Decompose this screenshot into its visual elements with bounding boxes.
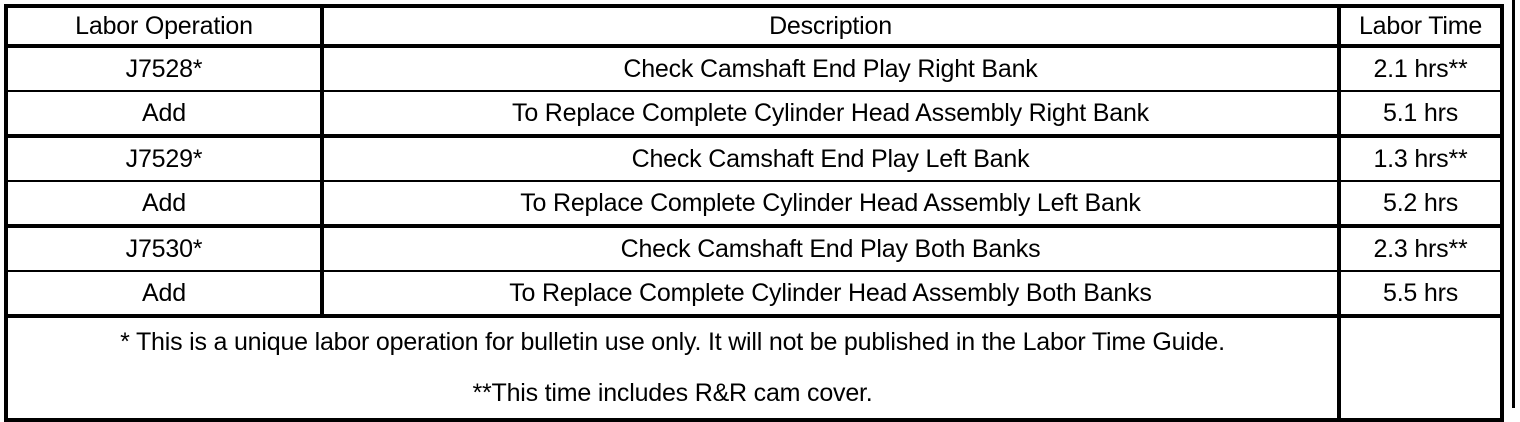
cell-description: Check Camshaft End Play Right Bank: [322, 46, 1341, 92]
cell-labor-time: 2.1 hrs**: [1339, 46, 1502, 92]
cell-description: Check Camshaft End Play Both Banks: [322, 226, 1341, 272]
table-row: J7529* Check Camshaft End Play Left Bank…: [6, 136, 1502, 182]
table-row: Add To Replace Complete Cylinder Head As…: [6, 271, 1502, 318]
cell-labor-time: 2.3 hrs**: [1339, 226, 1502, 272]
column-header-description: Description: [322, 6, 1341, 48]
column-header-labor-time: Labor Time: [1339, 6, 1502, 48]
cell-description: To Replace Complete Cylinder Head Assemb…: [322, 91, 1341, 138]
footnote-double-asterisk: **This time includes R&R cam cover.: [472, 379, 873, 407]
page-edge-rule: [1512, 0, 1515, 408]
table-row: Add To Replace Complete Cylinder Head As…: [6, 91, 1502, 138]
footnote-single-asterisk: * This is a unique labor operation for b…: [120, 328, 1225, 356]
table-row: Add To Replace Complete Cylinder Head As…: [6, 181, 1502, 228]
cell-labor-operation: J7528*: [6, 46, 324, 92]
cell-labor-time: 5.2 hrs: [1339, 181, 1502, 228]
cell-description: Check Camshaft End Play Left Bank: [322, 136, 1341, 182]
table-footnote-row: * This is a unique labor operation for b…: [6, 316, 1502, 420]
cell-description: To Replace Complete Cylinder Head Assemb…: [322, 181, 1341, 228]
footnote-spacer: [8, 356, 1337, 380]
footnotes-cell: * This is a unique labor operation for b…: [6, 316, 1341, 420]
cell-labor-operation: Add: [6, 271, 324, 318]
document-page: Labor Operation Description Labor Time J…: [4, 0, 1515, 422]
cell-labor-operation: J7529*: [6, 136, 324, 182]
cell-labor-operation: J7530*: [6, 226, 324, 272]
table-row: J7530* Check Camshaft End Play Both Bank…: [6, 226, 1502, 272]
column-header-labor-operation: Labor Operation: [6, 6, 324, 48]
cell-labor-operation: Add: [6, 181, 324, 228]
cell-labor-time-empty: [1339, 316, 1502, 420]
cell-labor-time: 5.5 hrs: [1339, 271, 1502, 318]
cell-labor-operation: Add: [6, 91, 324, 138]
cell-labor-time: 1.3 hrs**: [1339, 136, 1502, 182]
labor-operations-table: Labor Operation Description Labor Time J…: [4, 4, 1504, 422]
cell-description: To Replace Complete Cylinder Head Assemb…: [322, 271, 1341, 318]
table-row: J7528* Check Camshaft End Play Right Ban…: [6, 46, 1502, 92]
cell-labor-time: 5.1 hrs: [1339, 91, 1502, 138]
table-header-row: Labor Operation Description Labor Time: [6, 6, 1502, 48]
